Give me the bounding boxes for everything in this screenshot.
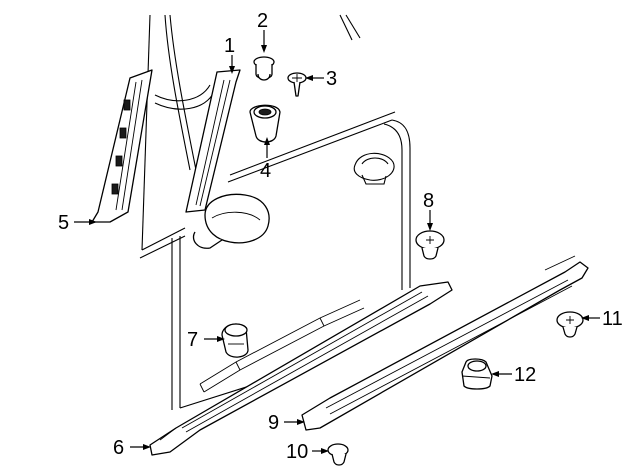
callout-2: 2: [257, 10, 268, 32]
callout-10: 10: [286, 441, 308, 463]
part-7-cap: [221, 323, 249, 358]
door-outline: [139, 14, 411, 410]
side-mirror: [192, 193, 270, 249]
pillar-trim-clips: [111, 99, 131, 195]
callout-8: 8: [423, 190, 434, 212]
callout-1: 1: [224, 35, 235, 57]
part-9-rocker-molding: [301, 255, 589, 431]
part-10-clip: [327, 443, 349, 466]
callout-4: 4: [260, 160, 271, 182]
callout-11: 11: [602, 308, 623, 330]
callout-numbers: 1 2 3 4 5 6 7 8 9 10 11 12: [58, 10, 623, 463]
part-12-nut-clip: [461, 358, 493, 390]
part-8-clip: [415, 230, 445, 260]
part-3-screw: [287, 72, 307, 97]
callout-3: 3: [326, 68, 337, 90]
callout-7: 7: [187, 329, 198, 351]
callout-9: 9: [268, 412, 279, 434]
callout-leaders: [74, 30, 600, 454]
part-2-push-clip: [253, 56, 275, 81]
part-11-clip: [556, 311, 584, 338]
part-5-pillar-trim: [91, 69, 153, 223]
part-4-grommet: [249, 104, 281, 143]
callout-5: 5: [58, 212, 69, 234]
callout-12: 12: [514, 364, 536, 386]
part-6-rocker-panel: [149, 281, 453, 456]
callout-6: 6: [113, 437, 124, 459]
part-1-pillar-cover: [185, 69, 241, 213]
